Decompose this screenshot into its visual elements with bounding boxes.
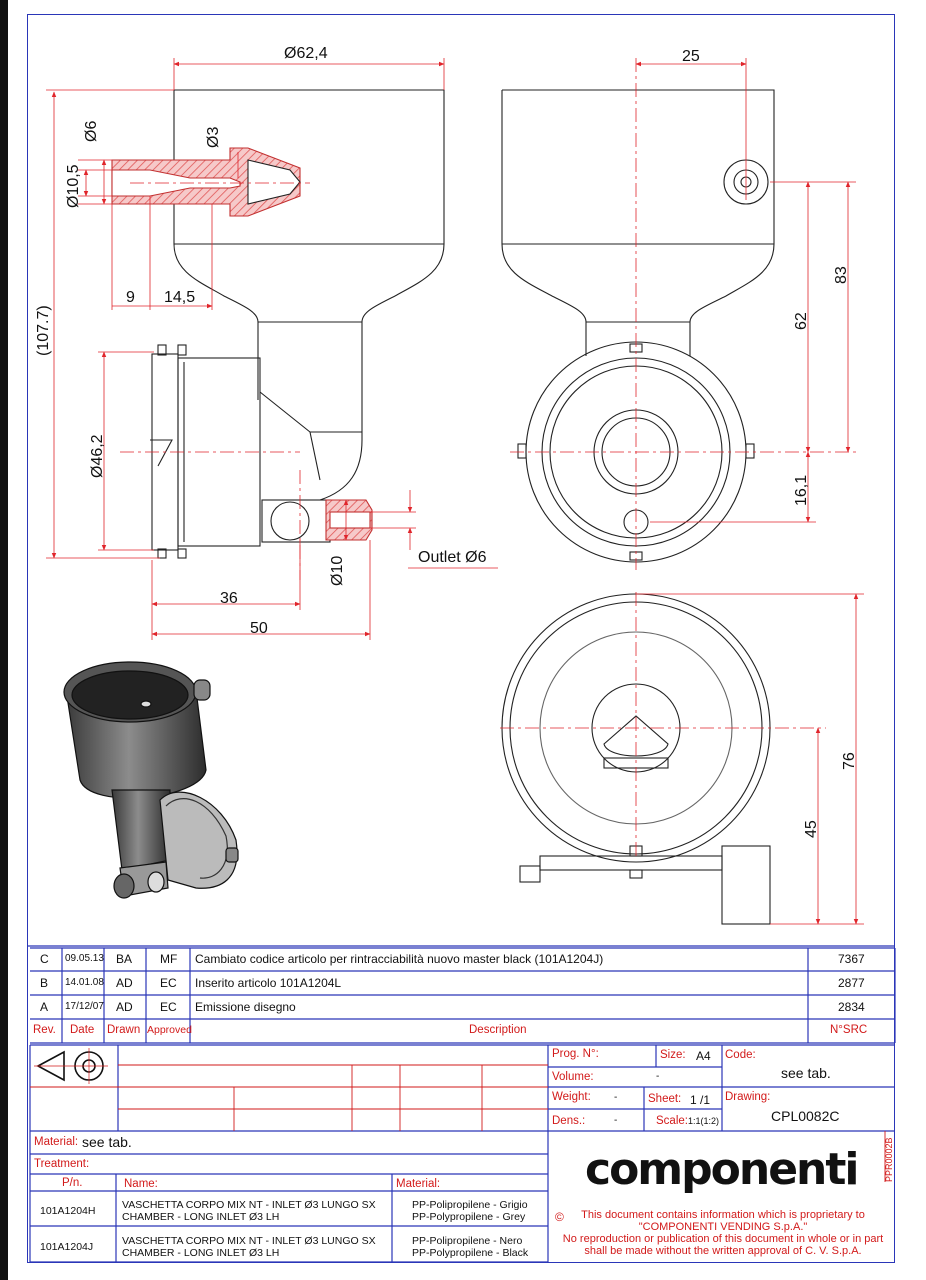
revision-approved: EC xyxy=(160,1000,177,1014)
drawing-value: CPL0082C xyxy=(771,1108,840,1124)
copyright-line: No reproduction or publication of this d… xyxy=(562,1233,884,1245)
part-mat1: PP-Polipropilene - Nero xyxy=(412,1235,523,1247)
dim-d14-5: 14,5 xyxy=(164,289,195,306)
material-value: see tab. xyxy=(82,1134,132,1150)
name-header: Name: xyxy=(124,1178,158,1190)
title-block-grid xyxy=(27,945,896,1263)
sheet-value: 1 /1 xyxy=(690,1093,711,1107)
part-mat2: PP-Polypropilene - Grey xyxy=(412,1211,526,1223)
treatment-label: Treatment: xyxy=(34,1158,90,1170)
part-pn: 101A1204J xyxy=(40,1241,94,1253)
company-logo: componenti xyxy=(585,1144,859,1195)
part-mat1: PP-Polipropilene - Grigio xyxy=(412,1199,528,1211)
copyright-line: shall be made without the written approv… xyxy=(584,1245,862,1257)
revision-description: Cambiato codice articolo per rintracciab… xyxy=(195,952,604,966)
weight-value: - xyxy=(614,1092,618,1103)
description-header: Description xyxy=(469,1024,527,1036)
page-edge xyxy=(0,0,8,1280)
part-name1: VASCHETTA CORPO MIX NT - INLET Ø3 LUNGO … xyxy=(122,1199,376,1211)
front-view-dimensions xyxy=(46,58,498,640)
material-label: Material: xyxy=(34,1136,79,1148)
dim-d50: 50 xyxy=(250,620,268,637)
dim-d45: 45 xyxy=(803,820,820,838)
dim-d62-4: Ø62,4 xyxy=(284,45,328,62)
revision-rev: A xyxy=(40,1000,49,1014)
revision-date: 09.05.13 xyxy=(65,953,104,964)
date-header: Date xyxy=(70,1024,95,1036)
revision-description: Emissione disegno xyxy=(195,1000,296,1014)
size-value: A4 xyxy=(696,1049,711,1063)
top-view-dimensions xyxy=(500,592,864,925)
sheet-label: Sheet: xyxy=(648,1093,682,1105)
dim-d10-5: Ø10,5 xyxy=(65,164,82,208)
dim-d62: 62 xyxy=(793,312,810,330)
revision-rev: B xyxy=(40,976,49,990)
rev-header: Rev. xyxy=(33,1024,56,1036)
copyright-notice: This document contains information which… xyxy=(556,1209,890,1257)
code-value: see tab. xyxy=(781,1065,831,1081)
revision-drawn: AD xyxy=(116,976,133,990)
revision-src: 7367 xyxy=(838,952,865,966)
scale-value: 1:1(1:2) xyxy=(688,1116,720,1126)
scale-label: Scale: xyxy=(656,1115,688,1127)
projection-symbol-icon xyxy=(34,1048,108,1084)
dim-d6: Ø6 xyxy=(83,121,100,142)
copyright-line: "COMPONENTI VENDING S.p.A." xyxy=(638,1221,808,1233)
revision-drawn: BA xyxy=(116,952,133,966)
revision-date: 17/12/07 xyxy=(65,1001,104,1012)
part-mat2: PP-Polypropilene - Black xyxy=(412,1247,529,1259)
dens-label: Dens.: xyxy=(552,1115,586,1127)
dimension-labels: Ø62,4 Ø6 Ø3 Ø10,5 (107.7) 9 14,5 Ø46,2 Ø… xyxy=(35,45,858,838)
copyright-icon: © xyxy=(555,1210,564,1224)
side-view-dimensions xyxy=(510,58,856,570)
revision-approved: EC xyxy=(160,976,177,990)
size-label: Size: xyxy=(660,1049,686,1061)
dens-value: - xyxy=(614,1115,618,1126)
dim-d9: 9 xyxy=(126,289,135,306)
drawing-label: Drawing: xyxy=(725,1091,771,1103)
dim-d83: 83 xyxy=(833,266,850,284)
prog-label: Prog. N°: xyxy=(552,1048,599,1060)
dim-d76: 76 xyxy=(841,752,858,770)
revision-approved: MF xyxy=(160,952,178,966)
src-header: N°SRC xyxy=(830,1024,868,1036)
dim-d46-2: Ø46,2 xyxy=(89,434,106,478)
outlet-label: Outlet Ø6 xyxy=(418,549,487,566)
iso-3d-view xyxy=(63,661,239,899)
dim-d107-7: (107.7) xyxy=(35,305,52,356)
revision-drawn: AD xyxy=(116,1000,133,1014)
part-name1: VASCHETTA CORPO MIX NT - INLET Ø3 LUNGO … xyxy=(122,1235,376,1247)
revision-rev: C xyxy=(40,952,49,966)
copyright-line: This document contains information which… xyxy=(581,1209,865,1221)
revision-description: Inserito articolo 101A1204L xyxy=(195,976,342,990)
volume-value: - xyxy=(656,1071,660,1082)
dim-d25: 25 xyxy=(682,48,700,65)
drawn-header: Drawn xyxy=(107,1024,141,1036)
dim-d36: 36 xyxy=(220,590,238,607)
dim-d3: Ø3 xyxy=(205,127,222,148)
pn-header: P/n. xyxy=(62,1177,83,1189)
side-view xyxy=(501,89,775,563)
part-name2: CHAMBER - LONG INLET Ø3 LH xyxy=(122,1247,280,1259)
dim-d10: Ø10 xyxy=(329,556,346,586)
volume-label: Volume: xyxy=(552,1071,594,1083)
material-header: Material: xyxy=(396,1178,441,1190)
weight-label: Weight: xyxy=(552,1091,591,1103)
part-pn: 101A1204H xyxy=(40,1205,96,1217)
approved-header: Approved xyxy=(147,1024,192,1036)
revision-src: 2834 xyxy=(838,1000,865,1014)
part-name2: CHAMBER - LONG INLET Ø3 LH xyxy=(122,1211,280,1223)
revision-date: 14.01.08 xyxy=(65,977,104,988)
front-view xyxy=(111,89,445,559)
side-code: PPR0002B xyxy=(884,1137,894,1182)
revision-src: 2877 xyxy=(838,976,865,990)
code-label: Code: xyxy=(725,1049,756,1061)
dim-d16-1: 16,1 xyxy=(793,475,810,506)
title-block-red-grid xyxy=(30,1064,886,1182)
